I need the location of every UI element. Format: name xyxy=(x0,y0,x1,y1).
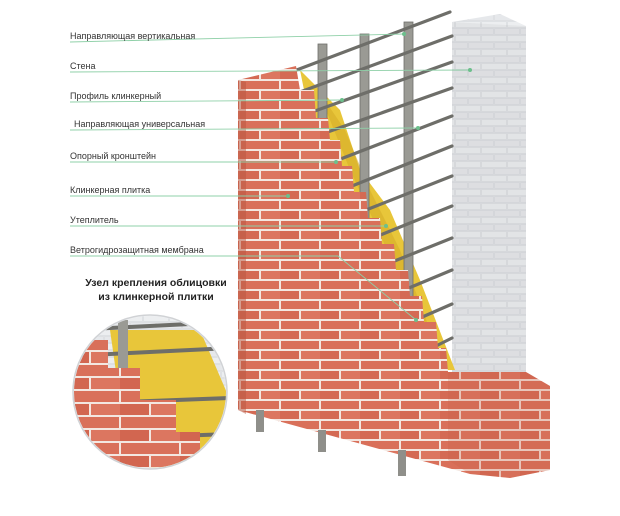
label-membrane: Ветрогидрозащитная мембрана xyxy=(70,245,204,255)
inset-title: Узел крепления облицовки из клинкерной п… xyxy=(66,276,246,304)
horizontal-profiles xyxy=(284,10,454,348)
support-feet xyxy=(256,410,406,476)
inset-detail xyxy=(72,314,228,470)
inset-title-line1: Узел крепления облицовки xyxy=(85,277,227,289)
wall-blocks xyxy=(452,14,526,372)
clinker-cladding xyxy=(238,66,550,478)
leader-lines xyxy=(69,33,471,321)
label-clinker-profile: Профиль клинкерный xyxy=(70,91,162,101)
label-vertical-guide: Направляющая вертикальная xyxy=(70,31,196,41)
label-universal-guide: Направляющая универсальная xyxy=(74,119,206,129)
label-wall: Стена xyxy=(70,61,96,71)
leader-dots xyxy=(286,32,472,322)
inset-title-line2: из клинкерной плитки xyxy=(98,291,214,303)
label-insulation: Утеплитель xyxy=(70,215,119,225)
label-clinker-tile: Клинкерная плитка xyxy=(70,185,151,195)
label-support-bracket: Опорный кронштейн xyxy=(70,151,157,161)
